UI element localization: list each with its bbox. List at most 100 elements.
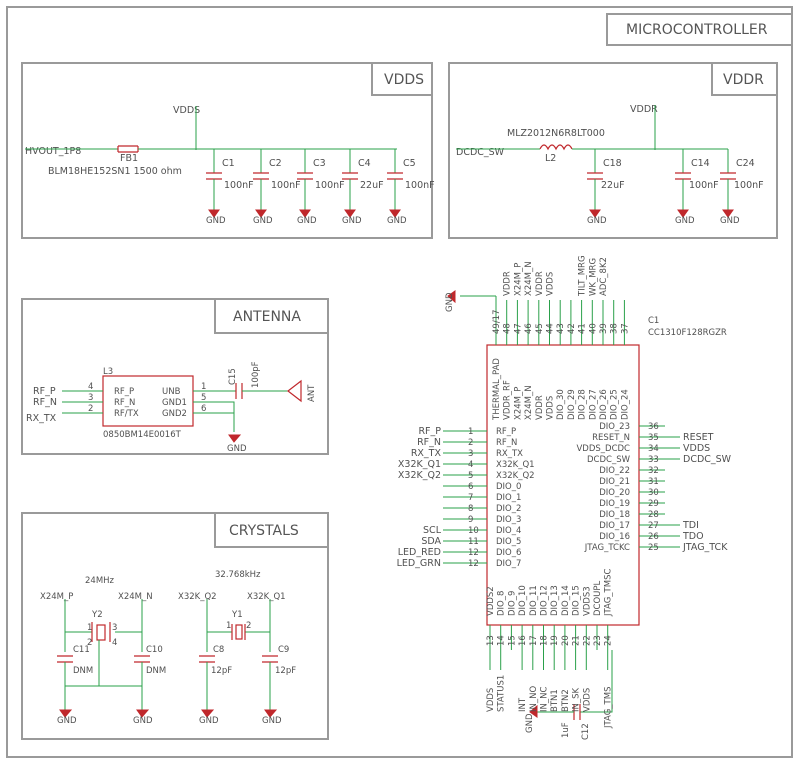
c10-symbol [134,655,150,663]
mcu-right-pin-num-7: 29 [648,499,659,509]
mcu-top-pin-name-10: DIO_26 [599,389,609,420]
mcu-top-pin-name-4: VDDR [535,395,545,420]
y1-pin-2: 2 [246,621,251,631]
mcu-left-pin-num-12: 12 [468,559,479,569]
balun-pin-name-2: RF/TX [114,409,139,419]
mcu-left-pin-name-4: X32K_Q2 [496,471,535,481]
mcu-right-pin-name-4: DIO_22 [599,466,630,476]
mcu-top-net-9: WK_MRG [588,258,598,296]
inductor-part: MLZ2012N6R8LT000 [507,128,605,139]
mcu-right-pin-num-6: 30 [648,488,659,498]
mcu-left-net-12: LED_GRN [397,558,441,569]
vddr-cap-2-gnd: GND [720,216,740,226]
c8-gnd: GND [199,716,219,726]
y1-net-b: X32K_Q1 [247,592,286,602]
mcu-bottom-net-8: IN_SK [572,687,582,712]
mcu-left-net-4: X32K_Q2 [398,470,441,481]
c9-symbol [262,655,278,663]
vdds-cap-1-gnd: GND [253,216,273,226]
mcu-right-pin-num-2: 34 [648,444,659,454]
mcu-top-pin-name-3: X24M_N [524,385,534,420]
mcu-top-pin-num-11: 38 [610,323,620,334]
mcu-left-net-1: RF_N [417,437,441,448]
mcu-top-pin-name-2: X24M_P [513,387,523,420]
vdds-cap-2-symbol [297,172,313,180]
c10-ref: C10 [146,645,163,655]
y2-pin-2: 2 [87,638,92,648]
mcu-left-pin-num-0: 1 [468,427,473,437]
mcu-left-pin-name-9: DIO_4 [496,526,521,536]
mcu-bottom-pin-name-3: DIO_10 [518,585,528,616]
mcu-bottom-net-11: JTAG_TMS [604,687,614,729]
vdds-cap-3-symbol [342,172,358,180]
balun-net-1: RF_N [33,397,57,408]
vddr-cap-1-value: 100nF [689,180,719,191]
inductor-symbol [539,144,573,151]
mcu-left-pin-num-4: 5 [468,471,473,481]
mcu-top-pin-num-6: 43 [556,323,566,334]
balun-pin-num-2: 2 [88,404,93,414]
mcu-bottom-pin-name-10: DCOUPL [593,580,603,616]
mcu-left-net-10: SDA [421,536,441,547]
mcu-top-pin-name-6: DIO_30 [556,389,566,420]
c10-gnd: GND [133,716,153,726]
mcu-right-pin-name-3: DCDC_SW [587,455,631,465]
mcu-right-pin-name-7: DIO_19 [599,499,630,509]
mcu-right-pin-num-5: 31 [648,477,659,487]
antenna-title-tab [214,298,329,334]
antenna-gnd-label: GND [227,444,247,454]
c8-symbol [199,655,215,663]
mcu-bottom-pin-name-0: VDDS2 [486,586,496,616]
mcu-left-pin-num-7: 8 [468,504,473,514]
mcu-top-pin-num-7: 42 [567,323,577,334]
vdds-cap-0-value: 100nF [224,180,254,191]
vdds-cap-0-ref: C1 [222,158,235,169]
mcu-bottom-net-3: INT [518,697,528,712]
vdds-cap-2-ref: C3 [313,158,326,169]
vdds-cap-2-gnd-symbol [299,209,311,218]
mcu-bottom-pin-num-6: 19 [550,635,560,646]
mcu-ref: C1 [648,316,659,326]
mcu-top-gnd: GND [445,292,455,312]
mcu-top-gnd-symbol [447,290,456,304]
mcu-right-pin-name-10: DIO_16 [599,532,630,542]
vdds-cap-4-gnd: GND [387,216,407,226]
mcu-bottom-pin-num-3: 16 [518,635,528,646]
mcu-top-pin-num-2: 47 [513,323,523,334]
mcu-right-pin-name-0: DIO_23 [599,422,630,432]
y2-net-a: X24M_P [40,592,73,602]
mcu-bottom-pin-name-6: DIO_13 [550,585,560,616]
mcu-left-pin-name-5: DIO_0 [496,482,521,492]
vdds-cap-1-ref: C2 [269,158,282,169]
vddr-cap-0-gnd-symbol [589,209,601,218]
mcu-right-pin-num-11: 25 [648,543,659,553]
mcu-top-pin-name-9: DIO_27 [588,389,598,420]
y2-symbol [96,624,106,641]
vdds-cap-3-gnd: GND [342,216,362,226]
c9-gnd: GND [262,716,282,726]
vddr-block: VDDR DCDC_SW MLZ2012N6R8LT000 L2 VDDR C1… [448,62,778,239]
mcu-top-pin-num-1: 48 [503,323,513,334]
balun-pin-num-1: 3 [88,393,93,403]
mcu-top-pin-name-8: DIO_28 [578,389,588,420]
mcu-left-pin-num-6: 7 [468,493,473,503]
vdds-cap-0-gnd: GND [206,216,226,226]
mcu-bottom-pin-num-0: 13 [486,635,496,646]
mcu-left-pin-num-1: 2 [468,438,473,448]
balun-ref: L3 [103,367,113,377]
vddr-cap-2-ref: C24 [736,158,755,169]
mcu-left-pin-num-2: 3 [468,449,473,459]
crystals-title: CRYSTALS [229,523,299,539]
vddr-cap-0-value: 22uF [601,180,625,191]
mcu-left-pin-num-11: 12 [468,548,479,558]
mcu-bottom-pin-name-7: DIO_14 [561,585,571,616]
vdds-cap-4-value: 100nF [405,180,435,191]
vdds-cap-0-gnd-symbol [208,209,220,218]
ferrite-part: BLM18HE152SN1 1500 ohm [48,166,182,177]
mcu-left-net-9: SCL [423,525,442,536]
vdds-cap-3-value: 22uF [360,180,384,191]
mcu-right-pin-name-9: DIO_17 [599,521,630,531]
mcu-bottom-net-7: BTN2 [561,689,571,712]
sheet-title-tab [606,13,793,46]
mcu-left-pin-num-9: 10 [468,526,479,536]
